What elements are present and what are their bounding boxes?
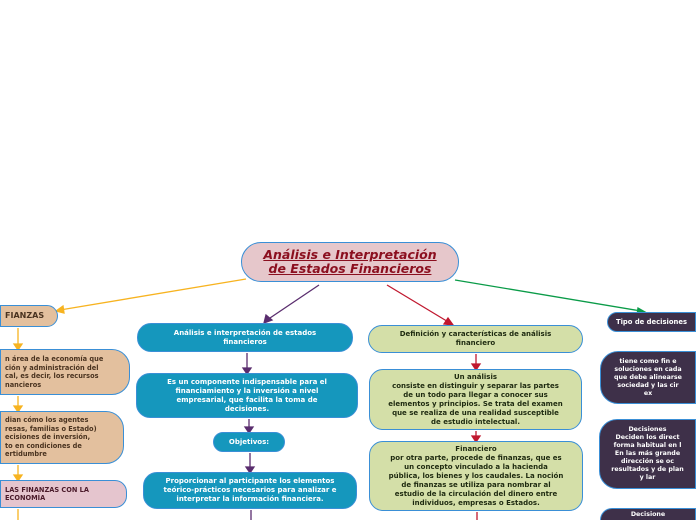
far-right-node-types[interactable]: Tipo de decisiones [607, 312, 696, 332]
center-node-component[interactable]: Es un componente indispensable para el f… [136, 373, 358, 418]
right-node-definition[interactable]: Definición y características de análisis… [368, 325, 583, 353]
far-right-node-purpose[interactable]: tiene como fin e soluciones en cada que … [600, 351, 696, 404]
far-right-node-decisions[interactable]: Decisiones Deciden los direct forma habi… [599, 419, 696, 489]
left-node-relation[interactable]: LAS FINANZAS CON LA ECONOMÍA [0, 480, 127, 508]
right-node-financiero[interactable]: Financiero por otra parte, procede de fi… [369, 441, 583, 511]
center-node-analysis[interactable]: Análisis e interpretación de estados fin… [137, 323, 353, 352]
central-topic[interactable]: Análisis e Interpretación de Estados Fin… [241, 242, 459, 282]
left-node-finanzas[interactable]: FIANZAS [0, 305, 58, 327]
center-node-objectives[interactable]: Objetivos: [213, 432, 285, 452]
right-node-analysis[interactable]: Un análisis consiste en distinguir y sep… [369, 369, 582, 430]
center-node-objective-text[interactable]: Proporcionar al participante los element… [143, 472, 357, 509]
far-right-node-decisions-2[interactable]: Decisione [600, 508, 696, 520]
left-node-agents[interactable]: dian cómo los agentes resas, familias o … [0, 411, 124, 464]
left-node-definition[interactable]: n área de la economía que ción y adminis… [0, 349, 130, 395]
